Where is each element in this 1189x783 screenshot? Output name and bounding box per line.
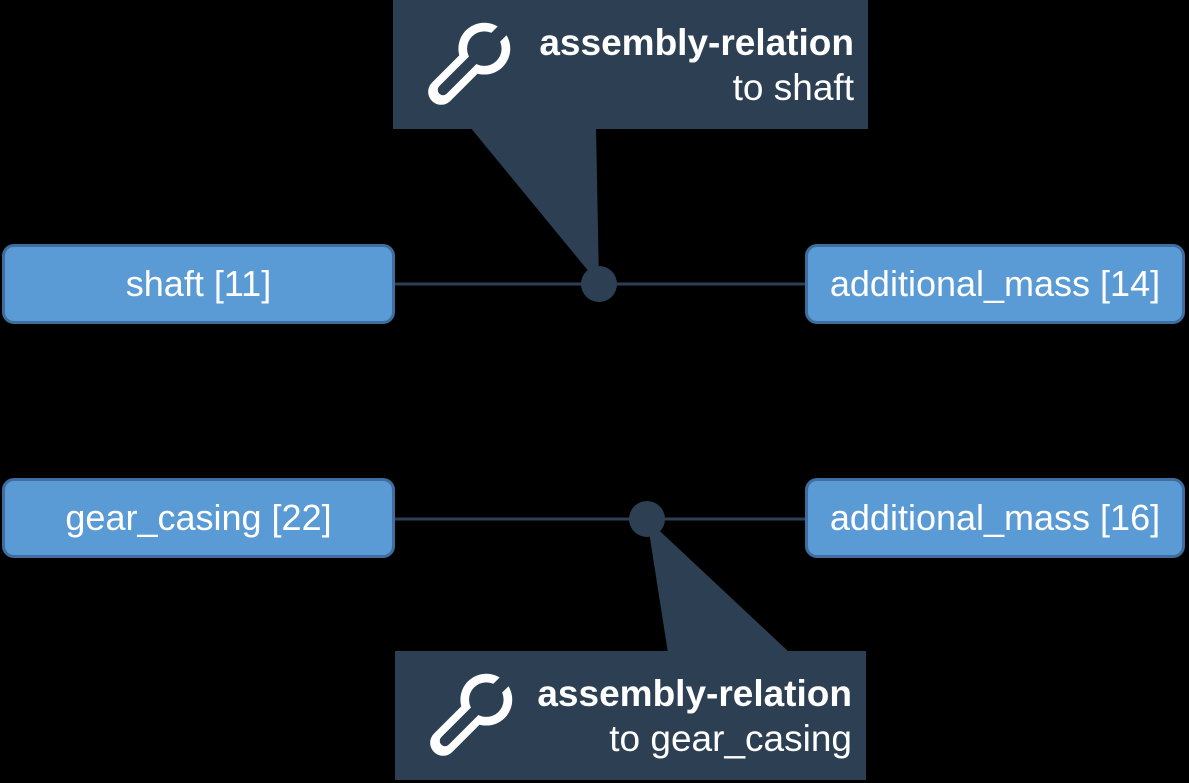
wrench-icon <box>422 667 518 763</box>
tooltip-target: to shaft <box>732 66 854 108</box>
tooltip-target: to gear_casing <box>609 717 852 759</box>
tooltip-assembly-relation-top: assembly-relation to shaft <box>393 0 868 129</box>
callout-pointer-top <box>470 127 599 284</box>
tooltip-text-top: assembly-relation to shaft <box>539 0 854 129</box>
node-shaft-11[interactable]: shaft [11] <box>2 244 395 324</box>
node-label: gear_casing [22] <box>65 497 332 538</box>
tooltip-assembly-relation-bottom: assembly-relation to gear_casing <box>395 651 866 780</box>
node-label: additional_mass [16] <box>829 497 1161 538</box>
node-gear-casing-22[interactable]: gear_casing [22] <box>2 478 395 558</box>
relation-point-bottom[interactable] <box>629 501 665 537</box>
node-additional-mass-14[interactable]: additional_mass [14] <box>805 244 1185 324</box>
node-label: additional_mass [14] <box>829 263 1161 304</box>
callout-pointer-bottom <box>647 519 790 653</box>
node-additional-mass-16[interactable]: additional_mass [16] <box>805 478 1185 558</box>
tooltip-text-bottom: assembly-relation to gear_casing <box>537 651 852 780</box>
tooltip-title: assembly-relation <box>539 21 854 63</box>
relation-point-top[interactable] <box>581 266 617 302</box>
tooltip-title: assembly-relation <box>537 672 852 714</box>
node-label: shaft [11] <box>125 263 272 304</box>
wrench-icon <box>420 16 516 112</box>
